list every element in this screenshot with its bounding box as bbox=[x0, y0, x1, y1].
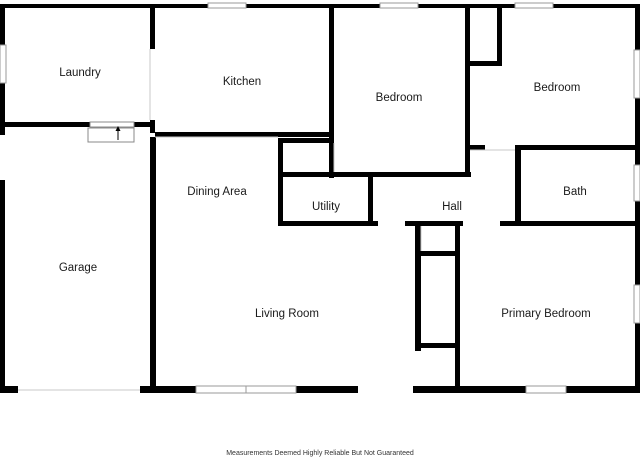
laundry-door bbox=[87, 121, 135, 143]
room-label-primary-bedroom: Primary Bedroom bbox=[501, 308, 590, 320]
room-label-living-room: Living Room bbox=[255, 308, 319, 320]
thin-lines bbox=[18, 49, 515, 391]
interior-walls bbox=[0, 4, 640, 386]
room-label-utility: Utility bbox=[312, 201, 340, 213]
room-label-laundry: Laundry bbox=[59, 67, 101, 79]
room-label-bath: Bath bbox=[563, 186, 587, 198]
room-label-hall: Hall bbox=[442, 201, 462, 213]
room-label-kitchen: Kitchen bbox=[223, 76, 261, 88]
up-arrow-icon bbox=[115, 126, 121, 131]
windows bbox=[0, 2, 640, 394]
room-label-dining-area: Dining Area bbox=[187, 186, 247, 198]
room-label-bedroom-1: Bedroom bbox=[376, 92, 423, 104]
disclaimer-text: Measurements Deemed Highly Reliable But … bbox=[226, 450, 414, 457]
room-label-garage: Garage bbox=[59, 262, 97, 274]
room-label-bedroom-2: Bedroom bbox=[534, 82, 581, 94]
exterior-walls bbox=[0, 4, 640, 393]
